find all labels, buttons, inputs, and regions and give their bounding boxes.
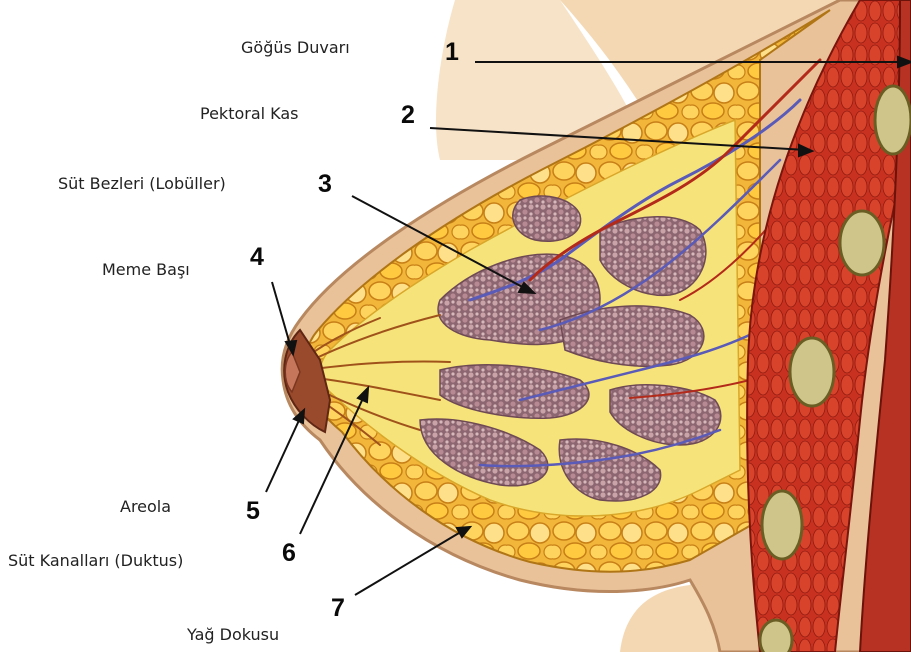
marker-6: 6 bbox=[282, 539, 296, 568]
marker-7: 7 bbox=[331, 594, 345, 623]
label-lobules: Süt Bezleri (Lobüller) bbox=[58, 174, 226, 193]
label-pectoral-muscle: Pektoral Kas bbox=[200, 104, 299, 123]
label-fat-tissue: Yağ Dokusu bbox=[187, 625, 279, 644]
label-nipple: Meme Başı bbox=[102, 260, 190, 279]
marker-2: 2 bbox=[401, 101, 415, 130]
label-milk-ducts: Süt Kanalları (Duktus) bbox=[8, 551, 183, 570]
label-areola: Areola bbox=[120, 497, 171, 516]
marker-1: 1 bbox=[445, 38, 459, 67]
marker-4: 4 bbox=[250, 243, 264, 272]
marker-5: 5 bbox=[246, 497, 260, 526]
marker-3: 3 bbox=[318, 170, 332, 199]
label-chest-wall: Göğüs Duvarı bbox=[241, 38, 350, 57]
